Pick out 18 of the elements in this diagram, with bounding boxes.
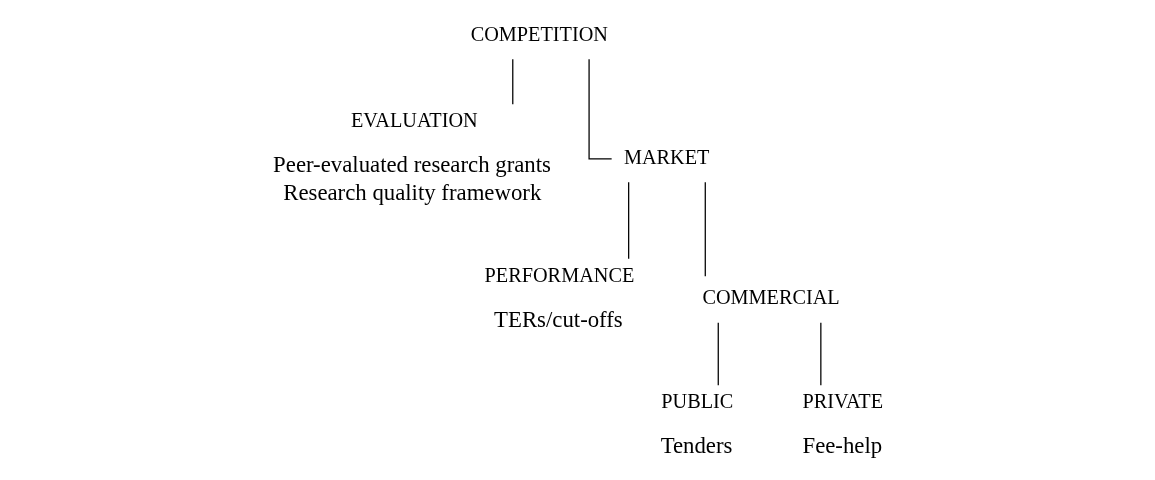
node-text: COMMERCIAL	[701, 286, 840, 309]
node-text: MARKET	[623, 145, 709, 168]
node-text: PUBLIC	[660, 390, 733, 413]
node-label: Fee-help	[801, 433, 882, 459]
node-text: EVALUATION	[350, 109, 478, 132]
node-label: Peer-evaluated research grants	[272, 152, 551, 178]
node-text: PERFORMANCE	[484, 263, 634, 286]
node-label: Research quality framework	[282, 179, 541, 205]
node-text: PRIVATE	[801, 390, 883, 413]
connector	[627, 181, 629, 260]
connector	[704, 181, 706, 277]
node-label: Tenders	[660, 433, 732, 459]
connector	[717, 322, 719, 386]
connector	[587, 58, 612, 160]
connector	[819, 322, 821, 386]
node-label: TERs/cut-offs	[493, 306, 623, 332]
connector	[511, 58, 513, 105]
node-text: COMPETITION	[470, 22, 608, 45]
